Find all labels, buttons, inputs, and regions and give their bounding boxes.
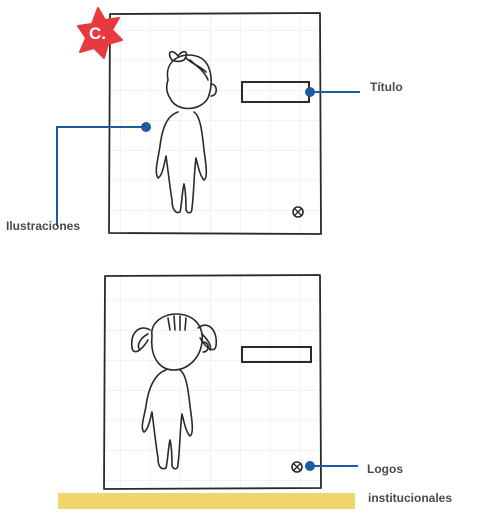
sketch-panel-2 xyxy=(103,274,322,490)
child-illustration-2 xyxy=(130,313,218,470)
title-placeholder-2 xyxy=(241,346,312,363)
callout-logos xyxy=(305,461,358,471)
annotation-ilustraciones: Ilustraciones xyxy=(6,219,81,233)
callout-ilustraciones xyxy=(56,122,151,226)
annotation-logos-line1: Logos xyxy=(367,462,403,476)
logo-placeholder-icon-2 xyxy=(291,461,303,473)
sketch-panel-1 xyxy=(108,12,322,235)
logo-placeholder-icon-1 xyxy=(292,206,304,218)
callout-titulo xyxy=(305,87,360,97)
badge-letter: C. xyxy=(89,24,106,43)
annotation-titulo: Título xyxy=(370,80,403,94)
highlight-bar xyxy=(58,493,355,509)
child-illustration-1 xyxy=(155,50,218,214)
badge-star: C. xyxy=(77,7,123,59)
annotation-logos-line2: institucionales xyxy=(368,491,453,505)
